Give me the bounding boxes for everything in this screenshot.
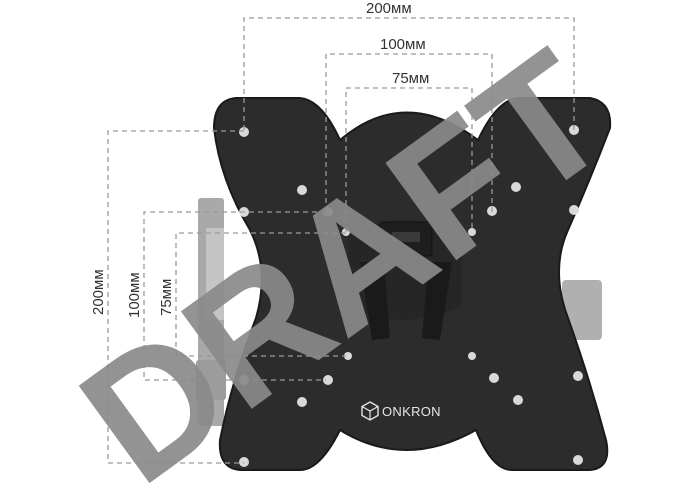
dimension-lines — [107, 17, 575, 464]
dim-vertical-middle: 100мм — [126, 272, 143, 318]
dim-vertical-inner: 75мм — [158, 279, 175, 316]
dim-vertical-outer: 200мм — [90, 269, 107, 315]
onkron-cube-icon — [361, 401, 379, 421]
tilt-bracket — [348, 220, 462, 340]
mount-arm — [196, 198, 602, 426]
dim-horizontal-middle: 100мм — [380, 36, 426, 53]
dim-horizontal-inner: 75мм — [392, 70, 429, 87]
brand-logo: ONKRON — [361, 401, 441, 421]
dim-horizontal-outer: 200мм — [366, 0, 412, 17]
mounting-holes — [239, 125, 583, 467]
brand-name: ONKRON — [382, 404, 441, 419]
